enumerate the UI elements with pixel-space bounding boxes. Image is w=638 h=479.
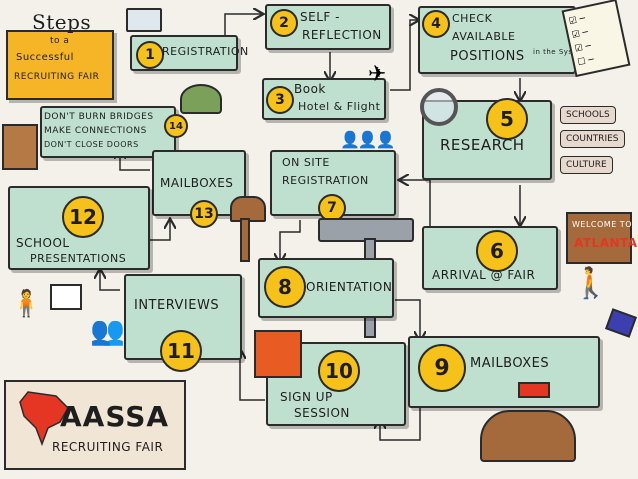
airplane-icon: ✈ <box>368 62 387 87</box>
step-2-label-1: Self - <box>300 10 340 24</box>
interview-people-icon: 👥 <box>90 314 125 347</box>
step-9-number: 9 <box>418 344 466 392</box>
step-10-label-1: Sign Up <box>280 390 333 404</box>
south-america-map-icon <box>19 391 69 447</box>
step-1-label: Registration <box>162 45 249 58</box>
step-14-number: 14 <box>164 114 188 138</box>
step-14-label-2: Make Connections <box>44 126 147 136</box>
mailbox-post-small <box>240 218 250 262</box>
campfire-icon <box>180 84 222 114</box>
step-4-label-1: Check <box>452 12 493 25</box>
arrow-8-9 <box>395 299 420 340</box>
title-to-a: to a <box>50 36 70 46</box>
mailbox-icon-small <box>230 196 266 222</box>
step-3-label-2: Hotel & Flight <box>298 100 381 113</box>
aassa-logo-name: AASSA <box>60 400 170 433</box>
step-11-label: Interviews <box>134 298 220 313</box>
research-tag-countries: Countries <box>560 130 625 148</box>
arrow-3-4 <box>390 20 418 91</box>
arrow-1-2 <box>224 14 262 45</box>
arrow-7-8 <box>280 220 301 262</box>
step-4-label-2: Available <box>452 30 516 43</box>
step-12-label-1: School <box>16 236 70 250</box>
arrow-12-13 <box>150 220 170 241</box>
step-8-label: Orientation <box>306 280 393 294</box>
step-13-label: Mailboxes <box>160 176 234 190</box>
step-2-label-2: Reflection <box>302 28 382 42</box>
people-queue-icon: 👤👤👤 <box>340 130 396 149</box>
step-3-number: 3 <box>266 86 294 114</box>
step-6-label: Arrival @ Fair <box>432 268 536 282</box>
step-5-label: Research <box>440 136 525 154</box>
step-11-number: 11 <box>160 330 202 372</box>
step-10-number: 10 <box>318 350 360 392</box>
step-7-label-2: Registration <box>282 174 369 187</box>
step-12-label-2: Presentations <box>30 252 127 265</box>
step-1-number: 1 <box>136 41 164 69</box>
research-tag-schools: Schools <box>560 106 616 124</box>
step-5-number: 5 <box>486 98 528 140</box>
step-14-label-1: Don't Burn Bridges <box>44 112 154 122</box>
aassa-logo-sub: Recruiting Fair <box>52 440 164 454</box>
step-2-number: 2 <box>270 9 298 37</box>
step-6-number: 6 <box>476 230 518 272</box>
step-12-number: 12 <box>62 196 104 238</box>
step-14-box <box>40 106 176 158</box>
step-4-label-4: in the System <box>533 48 588 56</box>
step-7-label-1: On Site <box>282 156 330 169</box>
mailbox-flag-large <box>518 382 550 398</box>
arrow-9-10 <box>380 400 421 441</box>
arrow-10-11 <box>240 350 265 401</box>
title-successful: Successful <box>16 52 74 63</box>
step-4-label-3: Positions <box>450 49 525 64</box>
title-box <box>6 30 114 100</box>
traveler-icon: 🚶 <box>572 266 610 301</box>
easel-icon <box>50 284 82 310</box>
step-13-number: 13 <box>190 200 218 228</box>
door-icon <box>2 124 38 170</box>
mailbox-icon-large <box>480 410 576 462</box>
profile-card-icon <box>254 330 302 378</box>
laptop-icon <box>126 8 162 32</box>
presenter-icon: 🧍 <box>10 289 43 319</box>
step-9-label: Mailboxes <box>470 356 550 371</box>
step-10-label-2: Session <box>294 406 350 420</box>
magnifier-icon <box>420 88 458 126</box>
research-tag-culture: Culture <box>560 156 613 174</box>
step-14-label-3: Don't Close Doors <box>44 140 139 149</box>
step-3-label-1: Book <box>294 82 326 96</box>
title-recruiting-fair: Recruiting Fair <box>14 72 100 82</box>
step-4-number: 4 <box>422 10 450 38</box>
step-8-number: 8 <box>264 266 306 308</box>
welcome-sign-line-2: Atlanta <box>574 236 638 250</box>
arrow-11-12 <box>100 270 120 291</box>
title-steps: Steps <box>32 10 92 34</box>
welcome-sign-line-1: Welcome to <box>572 220 632 229</box>
welcome-sign <box>566 212 632 264</box>
